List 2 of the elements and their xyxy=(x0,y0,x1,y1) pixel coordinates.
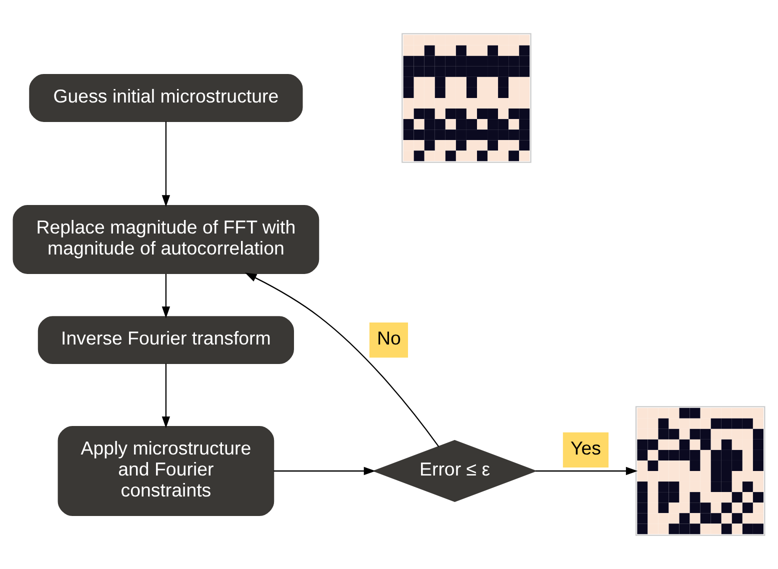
edge-label: No xyxy=(377,327,401,348)
edge-label: Yes xyxy=(570,437,602,458)
